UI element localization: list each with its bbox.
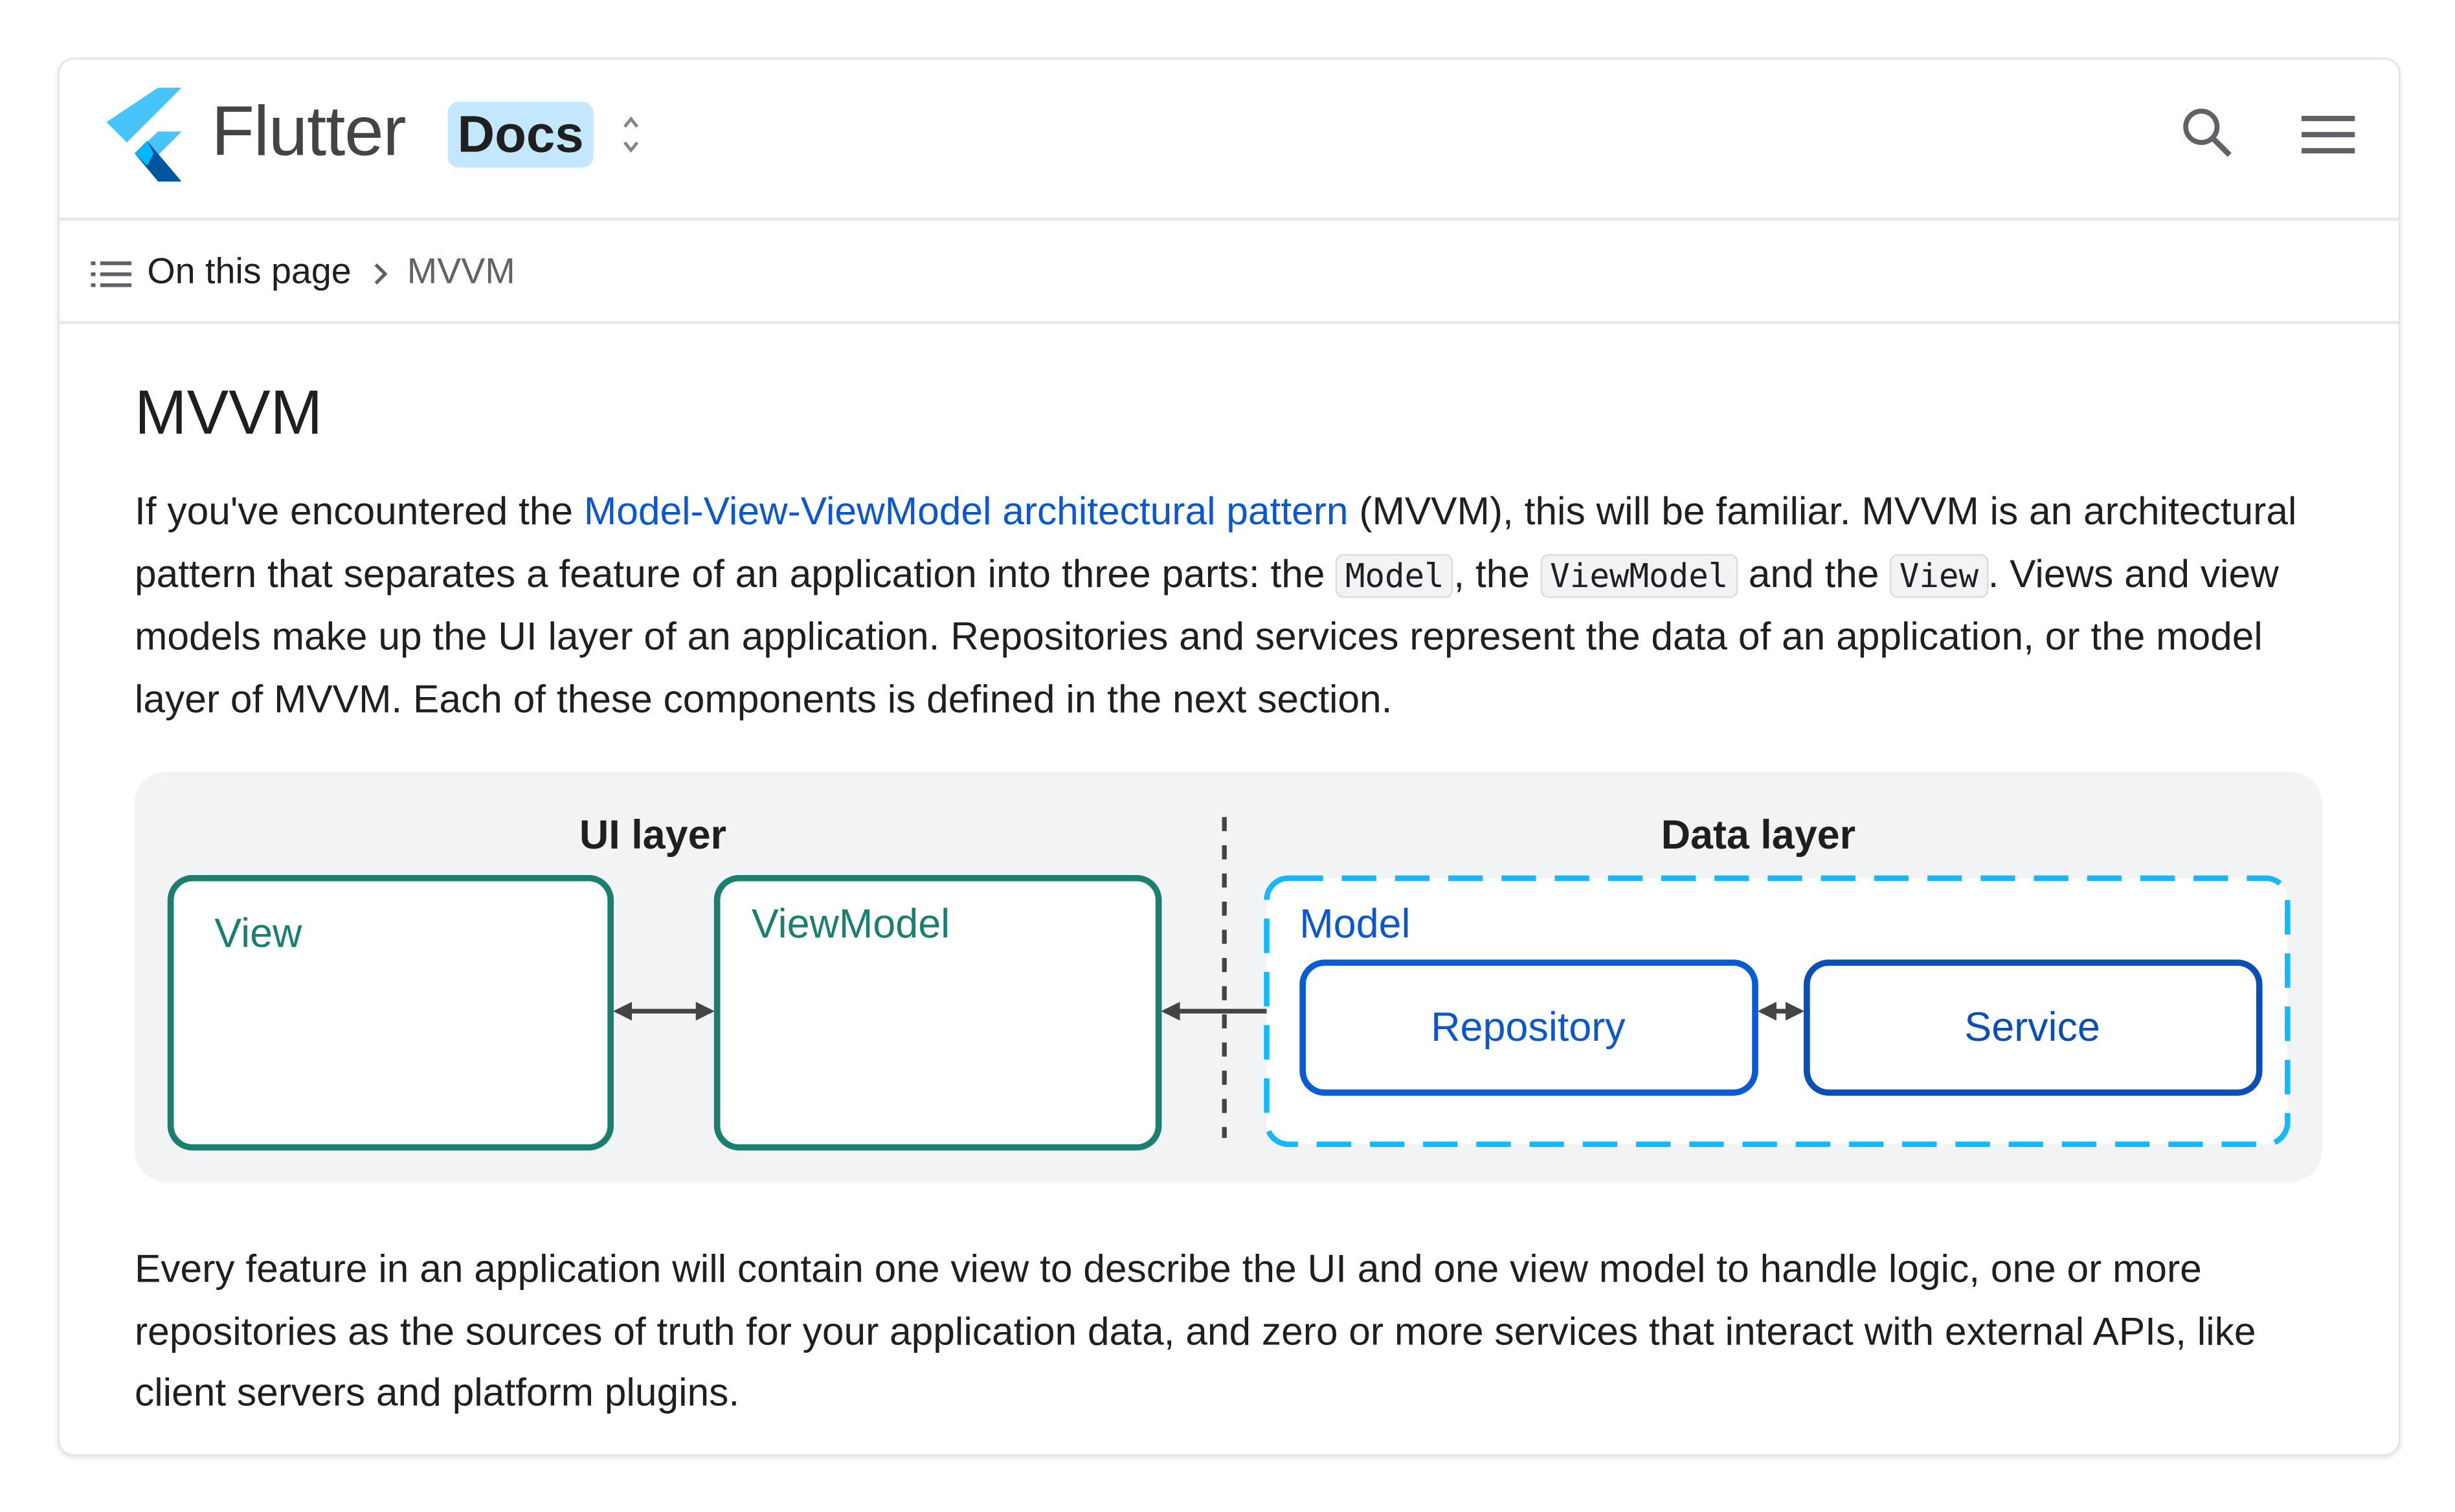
ui-layer-label: UI layer (579, 812, 726, 858)
intro-paragraph: If you've encountered the Model-View-Vie… (135, 482, 2342, 732)
text: If you've encountered the (134, 489, 584, 534)
breadcrumb-current[interactable]: MVVM (407, 250, 515, 291)
service-label: Service (1964, 1005, 2100, 1050)
flutter-logo-icon[interactable] (106, 87, 182, 182)
data-layer-label: Data layer (1661, 812, 1856, 858)
brand-name[interactable]: Flutter (211, 91, 406, 171)
code-model: Model (1336, 553, 1454, 598)
service-box (1803, 959, 2263, 1096)
docs-badge[interactable]: Docs (447, 102, 594, 168)
viewmodel-box (713, 874, 1162, 1151)
toc-list-icon[interactable] (91, 260, 132, 288)
repository-box (1299, 959, 1758, 1096)
menu-icon[interactable] (2298, 113, 2358, 157)
page-title: MVVM (134, 379, 323, 448)
breadcrumb: On this page MVVM (59, 221, 2399, 324)
mvvm-diagram: UI layer Data layer View ViewModel Model… (134, 772, 2322, 1182)
unfold-more-icon[interactable] (620, 111, 642, 159)
features-paragraph: Every feature in an application will con… (134, 1247, 2256, 1416)
chevron-right-icon (374, 263, 388, 285)
view-label: View (214, 911, 302, 956)
text: . Views and view models make up the UI l… (134, 551, 2279, 722)
site-header: Flutter Docs (59, 60, 2399, 221)
viewmodel-label: ViewModel (752, 902, 950, 947)
mvvm-diagram-svg: UI layer Data layer View ViewModel Model… (167, 812, 2291, 1151)
on-this-page-link[interactable]: On this page (147, 250, 352, 291)
model-label: Model (1299, 902, 1410, 947)
text: (MVVM), this will be familiar. MVVM is a… (134, 489, 2297, 596)
code-viewmodel: ViewModel (1540, 553, 1738, 598)
search-icon[interactable] (2181, 106, 2234, 159)
mvvm-wiki-link[interactable]: Model-View-ViewModel architectural patte… (583, 489, 1349, 534)
view-box (167, 874, 614, 1151)
repository-label: Repository (1431, 1005, 1626, 1050)
doc-card: Flutter Docs On this page (58, 58, 2401, 1456)
code-view: View (1890, 553, 1988, 598)
text: and the (1737, 551, 1890, 596)
text: , the (1453, 551, 1541, 596)
